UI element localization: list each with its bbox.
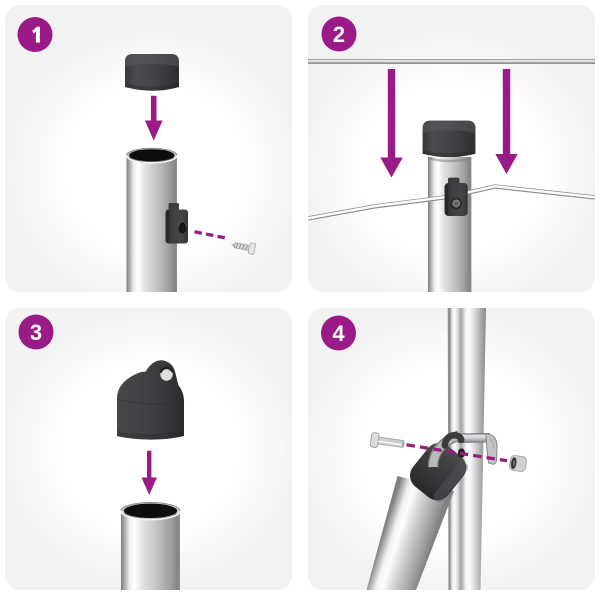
svg-text:2: 2 [333,22,345,47]
svg-text:3: 3 [30,320,42,345]
svg-text:4: 4 [332,321,345,346]
